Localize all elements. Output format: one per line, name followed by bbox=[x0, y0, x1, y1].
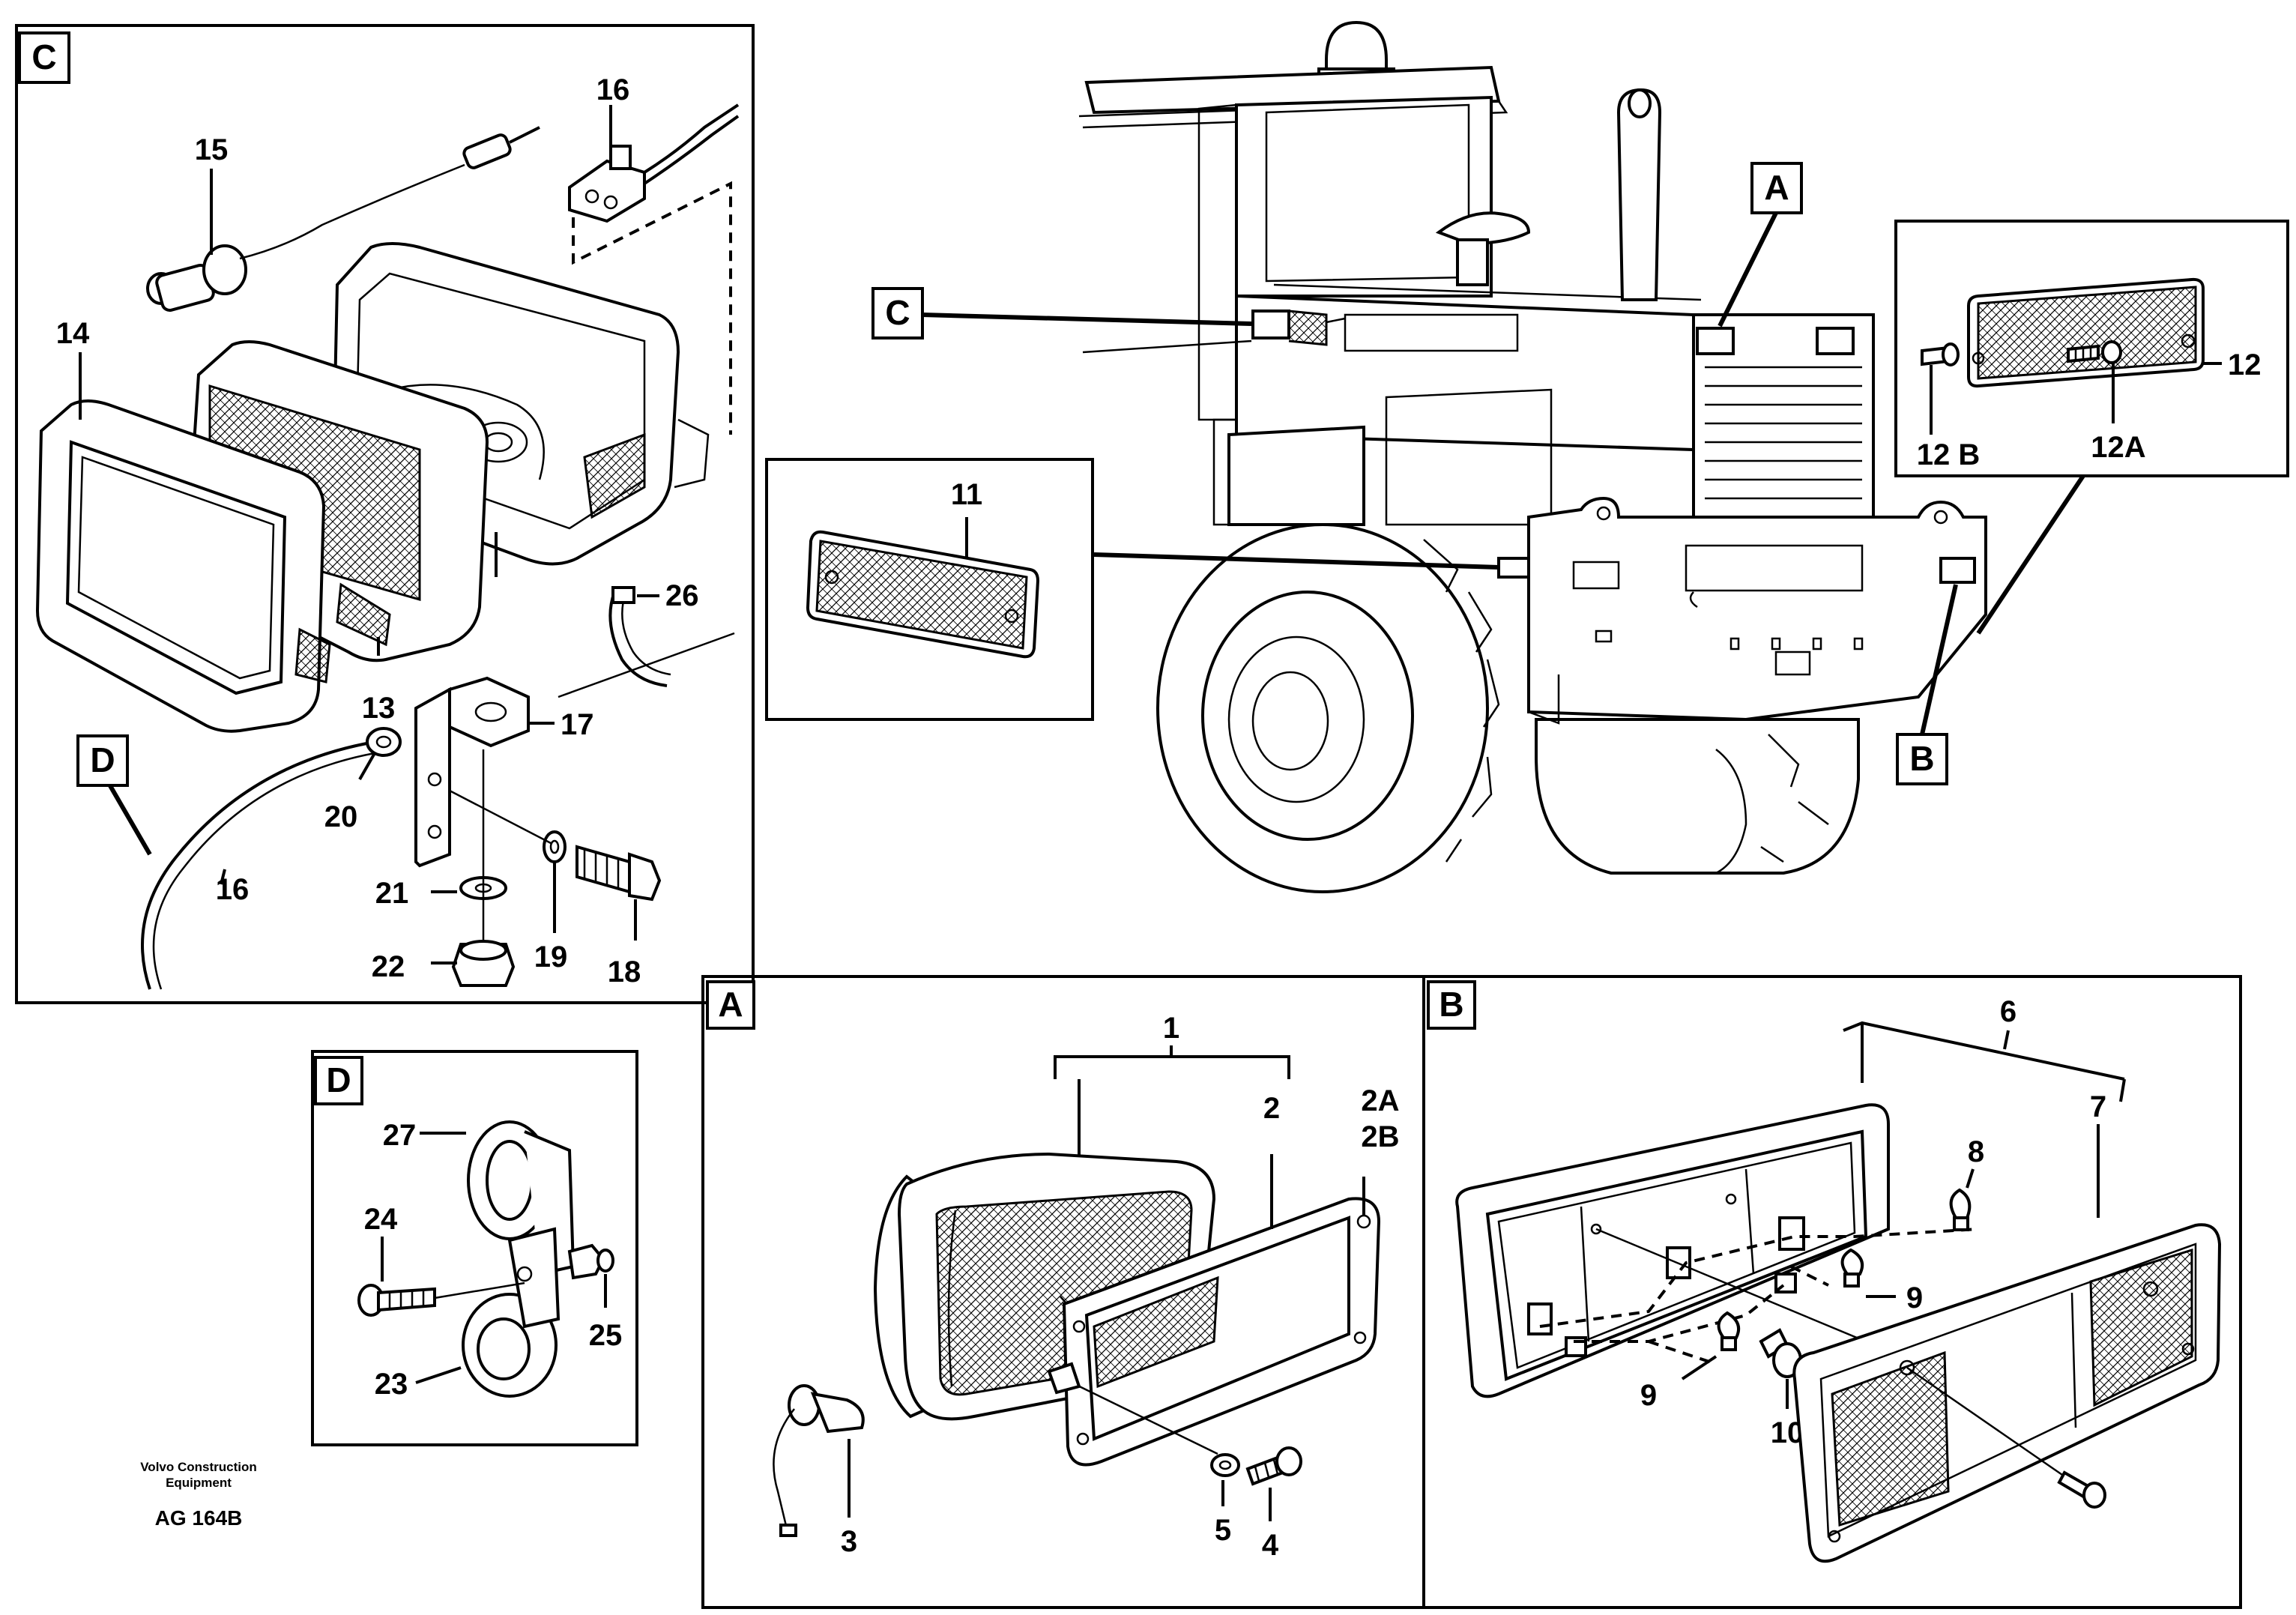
callout-11: 11 bbox=[951, 478, 982, 511]
panel-c: C bbox=[15, 24, 755, 1004]
callout-12a: 12A bbox=[2091, 431, 2145, 464]
panel-d-letter: D bbox=[326, 1060, 351, 1099]
callout-9-right: 9 bbox=[1906, 1282, 1923, 1314]
callout-6: 6 bbox=[2000, 995, 2016, 1028]
detail-reflector-11: 11 bbox=[765, 458, 1094, 721]
callout-3: 3 bbox=[841, 1525, 857, 1558]
callout-5: 5 bbox=[1215, 1514, 1231, 1547]
worklight-mount bbox=[1251, 310, 1290, 339]
callout-27: 27 bbox=[383, 1119, 417, 1152]
headlight-left bbox=[1696, 327, 1735, 355]
callout-9-left: 9 bbox=[1640, 1379, 1657, 1412]
callout-22: 22 bbox=[372, 950, 405, 983]
brand-line-1: Volvo Construction bbox=[140, 1460, 257, 1474]
callout-2b: 2B bbox=[1361, 1120, 1399, 1153]
panel-b-badge bbox=[1427, 980, 1476, 1030]
callout-2a: 2A bbox=[1361, 1084, 1399, 1117]
wheel-loader-front-view: A C B bbox=[871, 20, 2085, 893]
clamp-plate bbox=[507, 1227, 561, 1329]
screw-12a bbox=[2067, 340, 2122, 364]
mounting-bracket-17 bbox=[414, 676, 530, 868]
callout-14: 14 bbox=[56, 317, 90, 350]
halogen-bulb-15 bbox=[146, 126, 540, 312]
panel-a: A 1 2 2A 2B bbox=[701, 975, 1425, 1609]
bolt-18 bbox=[575, 845, 662, 902]
callout-d-badge bbox=[76, 734, 129, 787]
worklight-bezel bbox=[35, 399, 331, 733]
callout-2: 2 bbox=[1263, 1092, 1280, 1125]
callout-8: 8 bbox=[1968, 1135, 1984, 1168]
panel-a-badge bbox=[706, 980, 755, 1030]
callout-19: 19 bbox=[534, 941, 568, 973]
panel-d-badge bbox=[314, 1056, 363, 1105]
callout-a-main-badge bbox=[1750, 162, 1803, 214]
callout-25: 25 bbox=[589, 1319, 623, 1352]
panel-c-letter: C bbox=[31, 37, 56, 76]
callout-c-main: C bbox=[885, 293, 910, 332]
lock-nut-22 bbox=[451, 940, 516, 987]
callout-23: 23 bbox=[375, 1368, 408, 1401]
bulb-8 bbox=[1949, 1188, 1972, 1231]
callout-d: D bbox=[90, 740, 115, 779]
right-tire bbox=[1535, 718, 1860, 875]
screw-12b bbox=[1921, 342, 1960, 366]
left-tire bbox=[1156, 523, 1500, 893]
bolt-24 bbox=[357, 1284, 436, 1317]
callout-b-main: B bbox=[1909, 739, 1934, 778]
wiring-harness-16 bbox=[141, 740, 375, 990]
panel-b: B 6 bbox=[1422, 975, 2242, 1609]
callout-26: 26 bbox=[665, 579, 699, 612]
hex-nut-20 bbox=[366, 727, 402, 757]
callout-13: 13 bbox=[362, 692, 396, 725]
detail-reflector-12: 12 12 B 12A bbox=[1894, 220, 2289, 477]
bulb-9-right bbox=[1840, 1248, 1864, 1288]
side-reflector-11 bbox=[1497, 557, 1530, 579]
callout-21: 21 bbox=[375, 877, 409, 910]
callout-a-main: A bbox=[1764, 168, 1789, 207]
panel-c-badge bbox=[18, 31, 70, 84]
connector-16 bbox=[568, 103, 740, 435]
callout-16-top: 16 bbox=[596, 73, 630, 106]
callout-18: 18 bbox=[608, 956, 641, 988]
callout-20: 20 bbox=[324, 800, 358, 833]
callout-c-main-badge bbox=[871, 287, 924, 339]
callout-4: 4 bbox=[1262, 1529, 1279, 1562]
callout-1: 1 bbox=[1163, 1012, 1179, 1045]
brand-line-2: Equipment bbox=[166, 1476, 232, 1490]
callout-7: 7 bbox=[2090, 1090, 2106, 1123]
screw-4 bbox=[1245, 1446, 1302, 1486]
callout-17: 17 bbox=[561, 708, 594, 741]
bulb-9-left bbox=[1717, 1311, 1740, 1351]
headlight-clip bbox=[1047, 1362, 1081, 1395]
headlight-bezel bbox=[1062, 1197, 1381, 1467]
headlight-bulb-3 bbox=[773, 1384, 865, 1537]
panel-b-letter: B bbox=[1439, 985, 1463, 1024]
callout-12: 12 bbox=[2228, 348, 2262, 381]
panel-a-letter: A bbox=[718, 985, 743, 1024]
washer-19 bbox=[543, 830, 567, 863]
callout-16-bottom: 16 bbox=[216, 873, 250, 906]
washer-5 bbox=[1210, 1453, 1240, 1477]
callout-15: 15 bbox=[195, 133, 229, 166]
nut-25 bbox=[567, 1243, 614, 1280]
taillight-screw bbox=[2057, 1470, 2106, 1509]
taillight-lens bbox=[1792, 1223, 2222, 1563]
rear-reflector-b bbox=[1939, 557, 1976, 584]
callout-12b: 12 B bbox=[1917, 438, 1981, 471]
footer-branding: Volvo Construction Equipment AG 164B bbox=[140, 1460, 257, 1530]
drawing-code: AG 164B bbox=[155, 1506, 243, 1530]
panel-d: D 27 24 23 25 bbox=[311, 1050, 638, 1446]
callout-24: 24 bbox=[364, 1203, 398, 1236]
cable-tie-26 bbox=[558, 586, 735, 698]
headlight-right bbox=[1816, 327, 1855, 355]
